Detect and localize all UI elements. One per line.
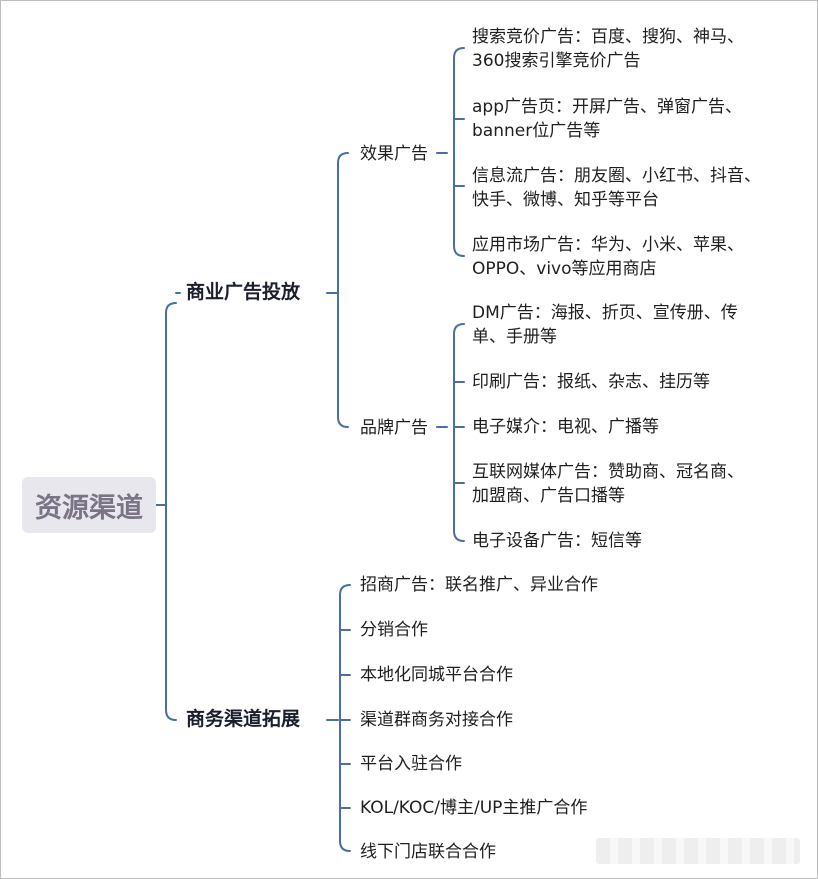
leaf-appstore-ads: 应用市场广告：华为、小米、苹果、OPPO、vivo等应用商店 xyxy=(472,235,744,279)
connector-effect-spine xyxy=(453,47,465,257)
leaf-search-ads: 搜索竞价广告：百度、搜狗、神马、360搜索引擎竞价广告 xyxy=(472,27,744,71)
leaf-internet-media-ads: 互联网媒体广告：赞助商、冠名商、加盟商、广告口播等 xyxy=(472,462,744,506)
leaf-electronic-media: 电子媒介：电视、广播等 xyxy=(472,417,659,437)
leaf-kol-promotion: KOL/KOC/博主/UP主推广合作 xyxy=(360,798,588,818)
root-node: 资源渠道 xyxy=(22,477,156,533)
connector-brand-spine xyxy=(453,323,465,542)
leaf-offline-stores: 线下门店联合合作 xyxy=(360,842,496,862)
leaf-local-platform: 本地化同城平台合作 xyxy=(360,665,513,685)
node-brand-ads: 品牌广告 xyxy=(360,418,428,438)
leaf-platform-entry: 平台入驻合作 xyxy=(360,754,462,774)
leaf-distribution: 分销合作 xyxy=(360,620,428,640)
leaf-investment-ads: 招商广告：联名推广、异业合作 xyxy=(360,575,598,595)
leaf-print-ads: 印刷广告：报纸、杂志、挂历等 xyxy=(472,372,710,392)
leaf-dm-ads: DM广告：海报、折页、宣传册、传单、手册等 xyxy=(472,303,738,347)
node-business-channels: 商务渠道拓展 xyxy=(186,708,301,730)
leaf-app-ads: app广告页：开屏广告、弹窗广告、banner位广告等 xyxy=(472,97,742,141)
connector-root-spine xyxy=(165,302,177,721)
leaf-channel-group: 渠道群商务对接合作 xyxy=(360,710,513,730)
node-performance-ads: 效果广告 xyxy=(360,144,428,164)
connector-biz-channel-spine xyxy=(339,584,351,852)
blurred-watermark xyxy=(596,838,800,864)
leaf-feed-ads: 信息流广告：朋友圈、小红书、抖音、快手、微博、知乎等平台 xyxy=(472,166,761,210)
node-commercial-ads: 商业广告投放 xyxy=(186,281,301,303)
connector-biz-ad-spine xyxy=(337,152,349,428)
leaf-device-ads: 电子设备广告：短信等 xyxy=(472,531,642,551)
